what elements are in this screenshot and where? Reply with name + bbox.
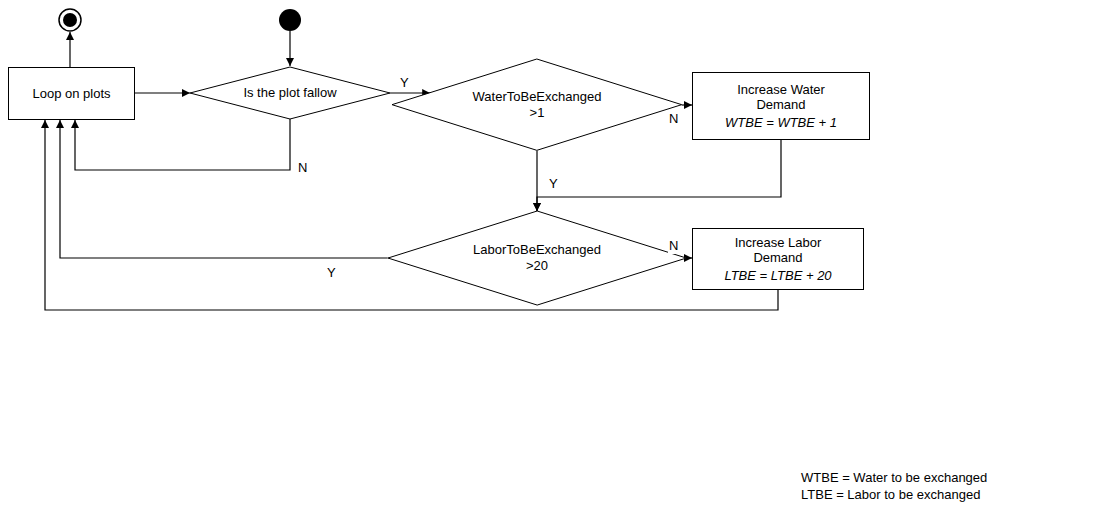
flow-connector: [60, 120, 388, 258]
final-node-dot: [63, 13, 77, 27]
diamond-text-wrap: Is the plot fallow: [243, 85, 336, 101]
formula-text: WTBE = WTBE + 1: [725, 115, 837, 131]
entry-line: [289, 31, 290, 66]
branch-label: N: [668, 111, 679, 127]
initial-node: [279, 9, 301, 31]
condition-text: LaborToBeExchanged >20: [467, 242, 607, 275]
branch-label: Y: [326, 265, 337, 281]
flow-connector: [537, 140, 781, 211]
branch-label: N: [668, 238, 679, 254]
diamond-shape: [388, 211, 686, 305]
flow-connector: [75, 119, 290, 170]
diamond-text-wrap: LaborToBeExchanged >20: [467, 242, 607, 275]
decision-diamond: Is the plot fallow: [190, 67, 390, 119]
diamond-text-wrap: WaterToBeExchanged >1: [469, 89, 604, 122]
flow-connector: [390, 92, 430, 93]
final-node: [59, 9, 81, 31]
box-label: Loop on plots: [32, 86, 110, 102]
box-label: Increase Water Demand: [722, 82, 840, 113]
condition-text: WaterToBeExchanged >1: [469, 89, 604, 122]
abbreviation-note: LTBE = Labor to be exchanged: [800, 487, 981, 503]
formula-text: LTBE = LTBE + 20: [724, 268, 831, 284]
exit-line: [69, 32, 70, 67]
process-box: Increase Water DemandWTBE = WTBE + 1: [692, 72, 870, 140]
branch-label: Y: [399, 75, 410, 91]
decision-diamond: LaborToBeExchanged >20: [388, 211, 686, 305]
process-box: Increase Labor DemandLTBE = LTBE + 20: [692, 228, 864, 290]
diamond-shape: [190, 67, 390, 119]
abbreviation-note: WTBE = Water to be exchanged: [800, 470, 988, 486]
condition-text: Is the plot fallow: [243, 85, 336, 101]
diamond-shape: [392, 59, 682, 150]
loop-box: Loop on plots: [8, 67, 135, 120]
branch-label: N: [297, 160, 308, 176]
branch-label: Y: [548, 176, 559, 192]
box-label: Increase Labor Demand: [723, 235, 833, 266]
flow-connector: [45, 120, 778, 310]
decision-diamond: WaterToBeExchanged >1: [392, 59, 682, 150]
flow-connector: [135, 92, 190, 93]
